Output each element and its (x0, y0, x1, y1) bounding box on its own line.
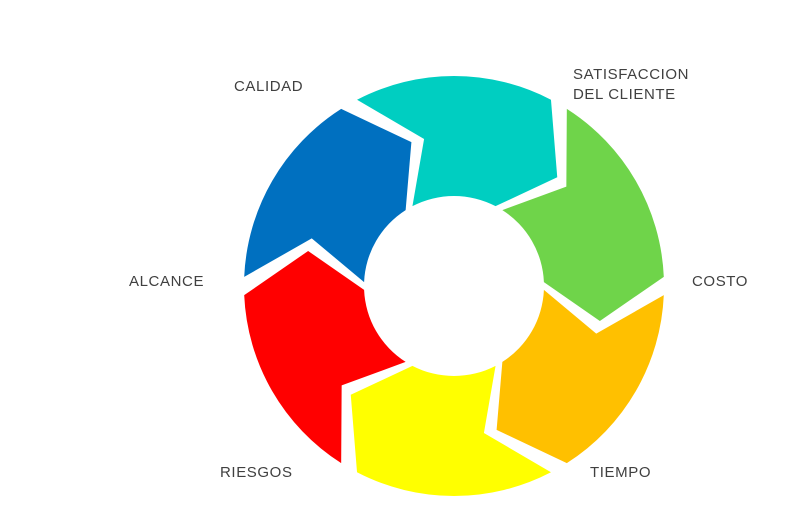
center-hole (365, 197, 543, 375)
segment-tiempo (350, 365, 551, 496)
label-riesgos: RIESGOS (220, 464, 293, 481)
label-satisfaccion-del-cliente: SATISFACCION DEL CLIENTE (573, 66, 690, 103)
segment-costo (496, 289, 664, 464)
segment-satisfaccion (502, 108, 664, 322)
label-costo: COSTO (692, 273, 749, 290)
segment-calidad (357, 76, 558, 207)
segment-alcance (244, 108, 412, 283)
label-tiempo: TIEMPO (590, 464, 652, 481)
label-alcance: ALCANCE (129, 273, 205, 290)
label-calidad: CALIDAD (234, 78, 304, 95)
segment-riesgos (244, 250, 406, 464)
